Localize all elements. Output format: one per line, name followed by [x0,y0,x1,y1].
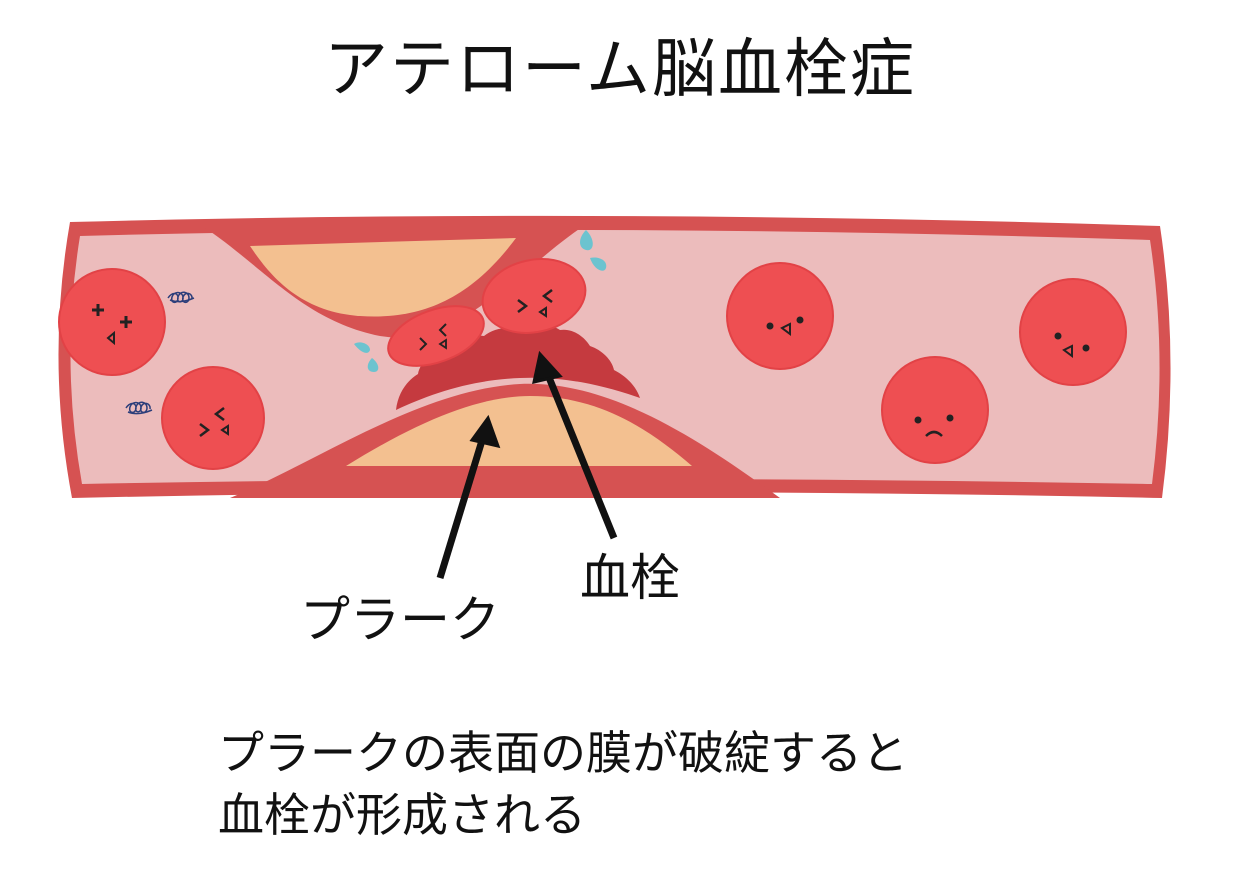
scribble-icon [167,291,195,304]
red-blood-cell-icon [58,268,166,376]
lower-plaque [346,396,692,466]
caption-line-2: 血栓が形成される [218,788,586,842]
sweat-drop-icon [580,230,607,271]
thrombus-label: 血栓 [580,549,680,607]
red-blood-cell-icon [881,356,989,464]
red-blood-cell-icon [1019,278,1127,386]
caption-line-1: プラークの表面の膜が破綻すると [218,726,908,780]
red-blood-cell-icon [481,258,587,334]
upper-plaque [250,238,516,317]
page-title: アテローム脳血栓症 [323,33,917,107]
plaque-label: プラーク [300,591,500,649]
red-blood-cell-icon [726,262,834,370]
arrow-icon [436,414,501,580]
scribble-icon [125,401,153,415]
caption: プラークの表面の膜が破綻すると 血栓が形成される [218,722,908,846]
red-blood-cell-icon [161,366,265,470]
arrow-icon [532,350,618,540]
sweat-drop-icon [354,342,379,372]
red-blood-cell-icon [387,305,485,367]
